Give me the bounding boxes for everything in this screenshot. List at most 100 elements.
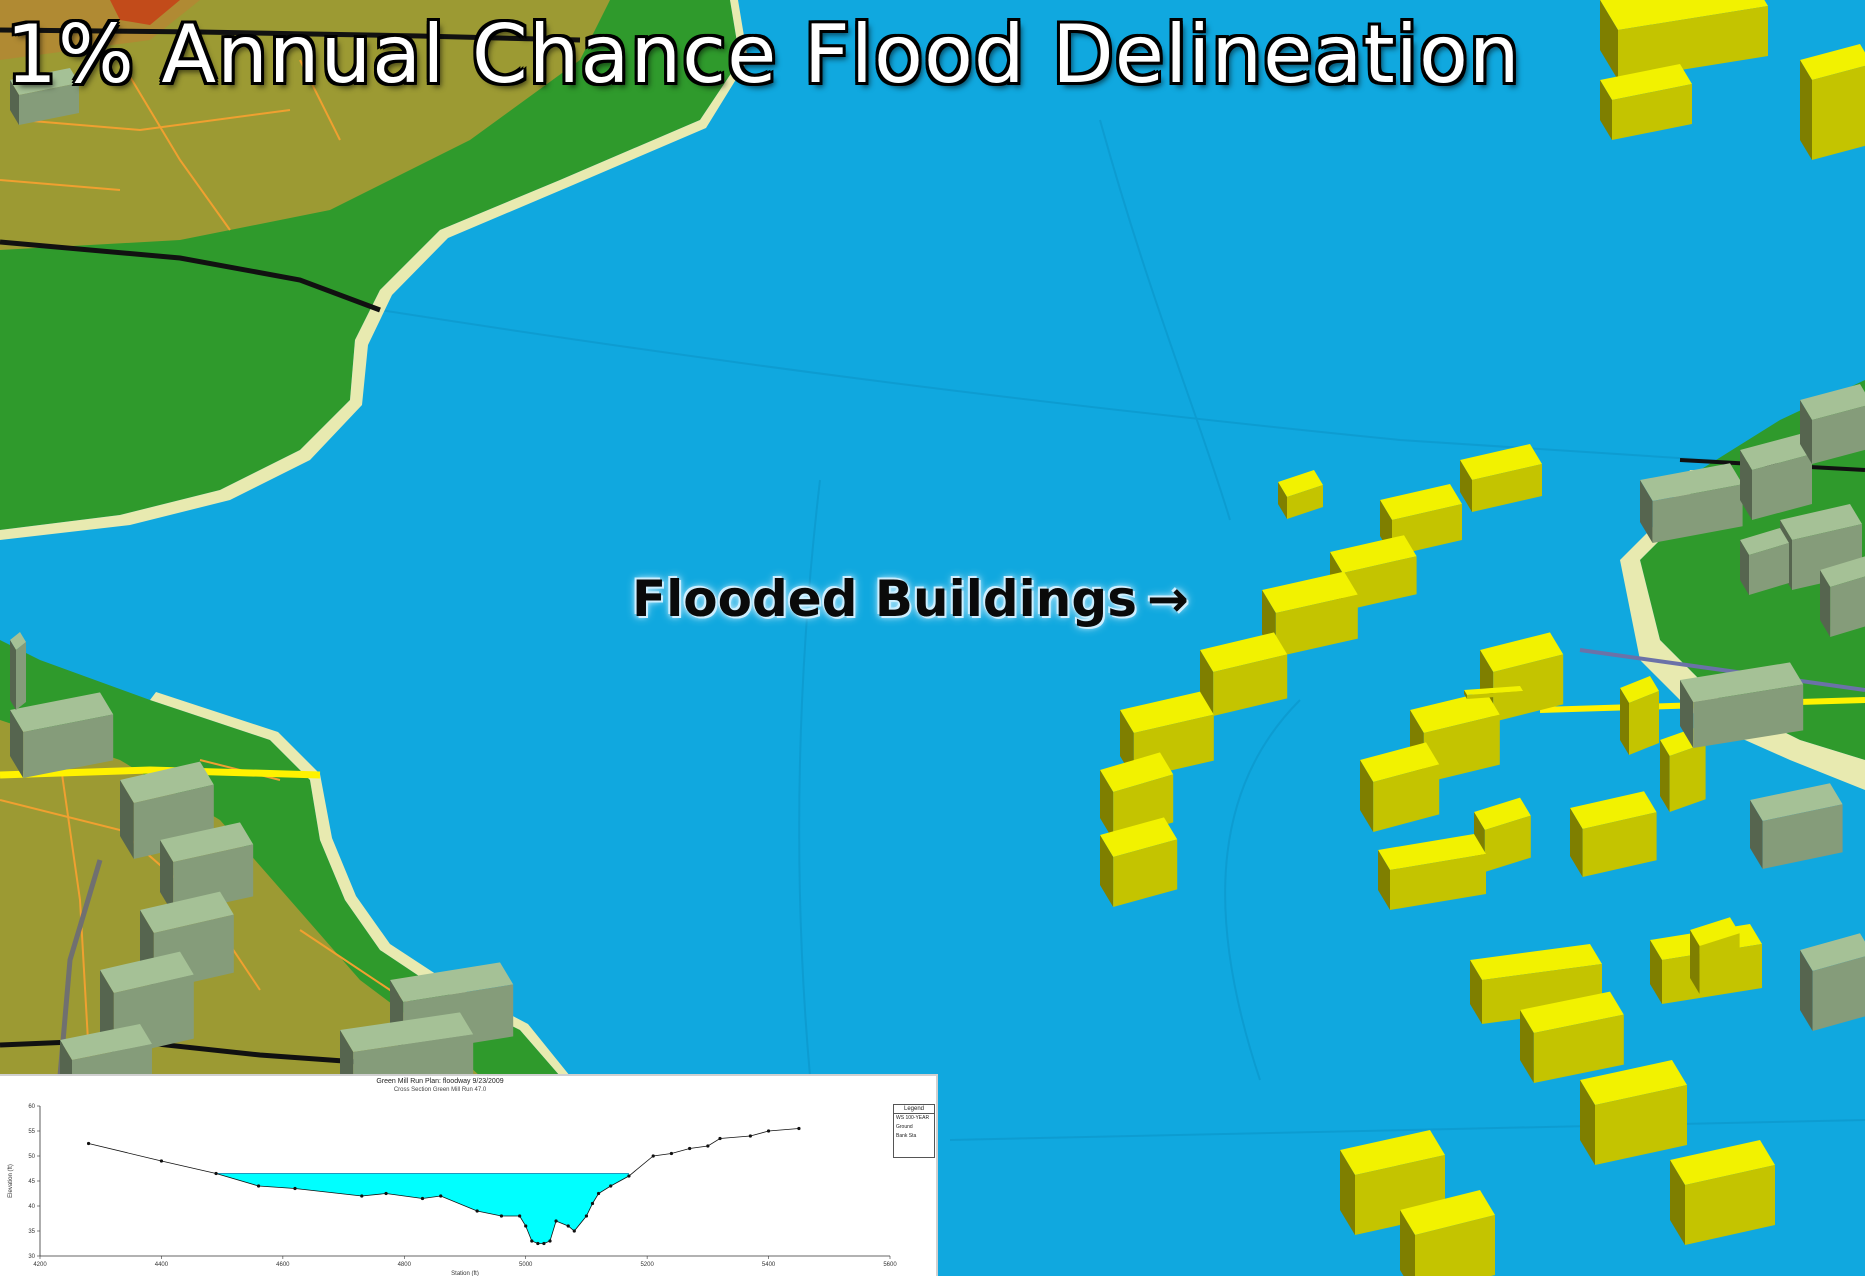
ground-point: [530, 1239, 534, 1243]
ground-point: [384, 1191, 388, 1196]
dry-building: [10, 632, 26, 710]
flooded-building: [1600, 64, 1692, 140]
ground-point: [609, 1184, 613, 1188]
ground-point: [439, 1194, 443, 1198]
flooded-building: [1480, 632, 1564, 722]
x-tick-label: 4600: [276, 1262, 290, 1268]
flooded-building: [1262, 571, 1358, 657]
y-tick-label: 50: [28, 1154, 35, 1160]
ground-point: [688, 1146, 692, 1151]
water-surface-fill: [216, 1173, 629, 1244]
ground-point: [475, 1209, 479, 1213]
ground-point: [706, 1144, 710, 1148]
dry-building: [1750, 783, 1843, 869]
flooded-building: [1520, 991, 1624, 1083]
ground-point: [584, 1214, 589, 1218]
flooded-building: [1690, 917, 1740, 994]
y-tick-label: 40: [28, 1204, 35, 1210]
dry-building: [1740, 528, 1789, 595]
flooded-building: [1278, 470, 1323, 519]
water-contour-lines: [379, 119, 1865, 1141]
ground-point: [548, 1239, 552, 1243]
x-tick-label: 4400: [155, 1262, 169, 1268]
y-tick-label: 35: [28, 1229, 35, 1235]
arrow-right-icon: →: [1146, 570, 1189, 628]
flooded-building: [1400, 1190, 1495, 1276]
bridge-line: [1579, 648, 1865, 692]
flooded-building: [1600, 0, 1768, 80]
ground-point: [651, 1154, 655, 1158]
ground-point: [554, 1219, 558, 1223]
page-title: 1% Annual Chance Flood Delineation: [6, 8, 1521, 101]
flooded-building: [1464, 686, 1523, 699]
dry-building: [1800, 384, 1865, 464]
flooded-building: [1620, 676, 1659, 755]
ground-point: [214, 1171, 218, 1176]
dry-building: [10, 692, 114, 778]
dry-building: [160, 822, 254, 914]
ground-point: [748, 1134, 752, 1138]
ground-point: [518, 1214, 522, 1218]
ground-point: [596, 1191, 601, 1196]
ground-point: [797, 1126, 801, 1131]
ground-point: [566, 1224, 570, 1228]
ground-point: [86, 1141, 91, 1146]
ground-point: [524, 1224, 528, 1228]
ground-point: [256, 1184, 261, 1188]
x-tick-label: 5000: [519, 1262, 533, 1268]
flooded-building: [1570, 791, 1657, 877]
ground-point: [360, 1194, 364, 1198]
terrain-peak-red: [110, 0, 180, 25]
ground-point: [159, 1159, 164, 1163]
plot-legend: Legend WS 100-YEAR Ground Bank Sta: [893, 1104, 935, 1158]
flooded-building: [1580, 1060, 1687, 1165]
ground-point: [669, 1151, 674, 1156]
x-tick-label: 5600: [883, 1262, 897, 1268]
flooded-building: [1380, 484, 1462, 556]
legend-header: Legend: [894, 1105, 934, 1114]
flooded-building: [1410, 691, 1500, 783]
ground-point: [536, 1241, 540, 1246]
roads-upper-left: [0, 59, 341, 231]
highlighted-road: [0, 766, 321, 779]
flooded-building: [1360, 742, 1440, 832]
plot-subtitle: Cross Section Green Mill Run 47.0: [393, 1087, 487, 1093]
dry-building: [1800, 933, 1865, 1031]
y-tick-label: 55: [28, 1129, 35, 1135]
dry-building: [1740, 434, 1812, 520]
x-tick-label: 4200: [33, 1262, 47, 1268]
dry-building: [1820, 556, 1865, 637]
legend-item-ground: Ground: [896, 1124, 913, 1130]
x-tick-label: 4800: [398, 1262, 412, 1268]
ground-point: [542, 1241, 546, 1246]
cross-section-plot: Green Mill Run Plan: floodway 9/23/2009 …: [0, 1074, 938, 1276]
flooded-buildings-callout: Flooded Buildings→: [632, 570, 1189, 628]
flooded-building: [1670, 1140, 1775, 1245]
highway-line: [57, 859, 103, 1077]
x-tick-label: 5400: [762, 1262, 776, 1268]
flooded-building: [1200, 632, 1288, 716]
railroad-line: [0, 239, 381, 313]
ground-point: [572, 1229, 576, 1233]
flooded-building: [1100, 817, 1178, 907]
flooded-building: [1800, 44, 1865, 160]
shoreline-lower: [150, 692, 570, 1076]
terrain-upper-left-olive: [0, 0, 610, 250]
flooded-building: [1460, 444, 1542, 512]
dry-building: [10, 68, 79, 125]
flooded-building: [1330, 535, 1417, 611]
ground-point: [590, 1201, 595, 1206]
ground-point: [499, 1214, 504, 1218]
plot-title: Green Mill Run Plan: floodway 9/23/2009: [376, 1078, 504, 1085]
legend-item-ws: WS 100-YEAR: [896, 1115, 930, 1121]
x-axis-label: Station (ft): [451, 1271, 479, 1276]
legend-item-bank: Bank Sta: [896, 1133, 917, 1139]
railroad-line-top: [0, 27, 581, 43]
ground-point: [627, 1174, 631, 1178]
dry-building: [1640, 463, 1743, 543]
callout-label: Flooded Buildings: [632, 570, 1137, 628]
x-tick-label: 5200: [640, 1262, 654, 1268]
